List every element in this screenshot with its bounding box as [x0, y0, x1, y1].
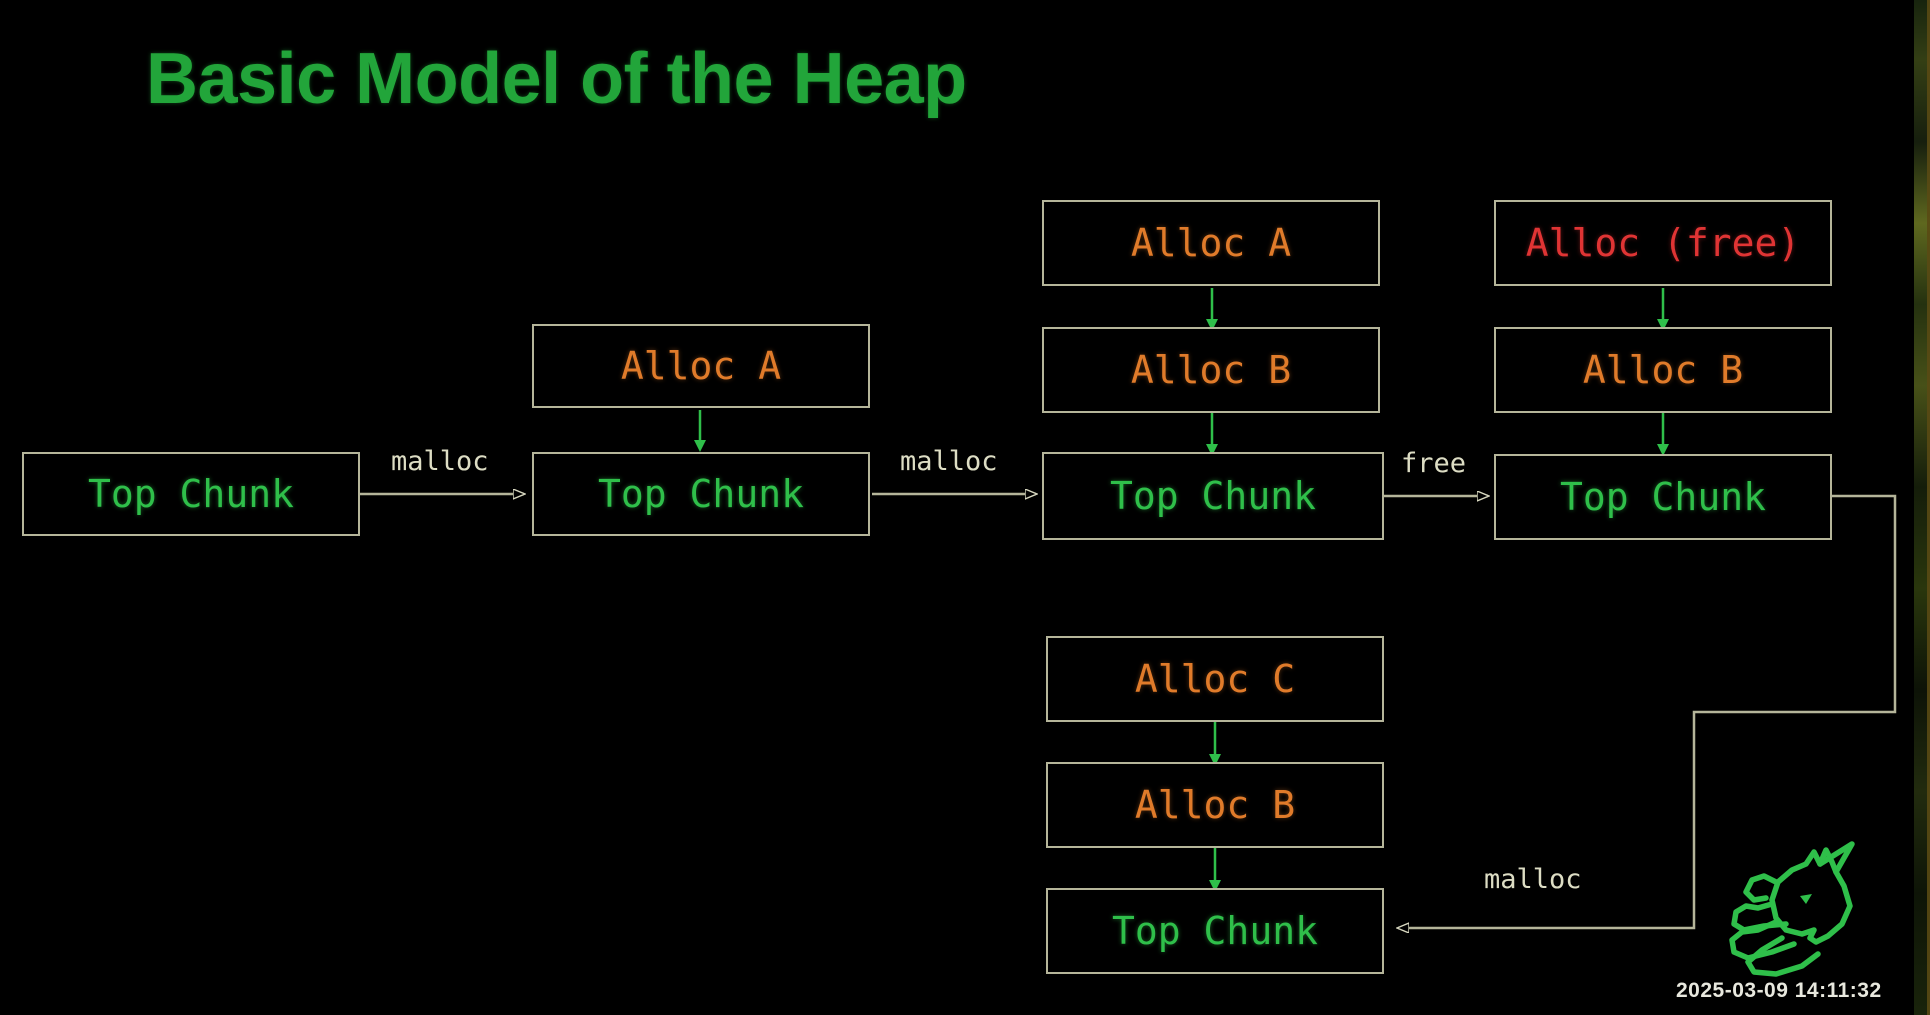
- box-top-chunk-state-3: Top Chunk: [1042, 452, 1384, 540]
- box-alloc-c-state-5: Alloc C: [1046, 636, 1384, 722]
- unicorn-head-logo: [1729, 841, 1855, 977]
- edge-label-free-1: free: [1401, 448, 1467, 479]
- edge-label-malloc-3: malloc: [1484, 864, 1582, 895]
- edge-label-malloc-1: malloc: [391, 446, 489, 477]
- box-alloc-free-state-4: Alloc (free): [1494, 200, 1832, 286]
- box-top-chunk-state-1: Top Chunk: [22, 452, 360, 536]
- box-alloc-b-state-5: Alloc B: [1046, 762, 1384, 848]
- box-alloc-a-state-3: Alloc A: [1042, 200, 1380, 286]
- box-top-chunk-state-4: Top Chunk: [1494, 454, 1832, 540]
- box-top-chunk-state-2: Top Chunk: [532, 452, 870, 536]
- box-alloc-b-state-4: Alloc B: [1494, 327, 1832, 413]
- video-edge-artifact-line: [1927, 0, 1930, 1015]
- edge-label-malloc-2: malloc: [900, 446, 998, 477]
- box-alloc-b-state-3: Alloc B: [1042, 327, 1380, 413]
- page-title: Basic Model of the Heap: [146, 39, 967, 119]
- box-top-chunk-state-5: Top Chunk: [1046, 888, 1384, 974]
- video-edge-artifact: [1914, 0, 1930, 1015]
- box-alloc-a-state-2: Alloc A: [532, 324, 870, 408]
- timestamp-overlay: 2025-03-09 14:11:32: [1676, 979, 1882, 1002]
